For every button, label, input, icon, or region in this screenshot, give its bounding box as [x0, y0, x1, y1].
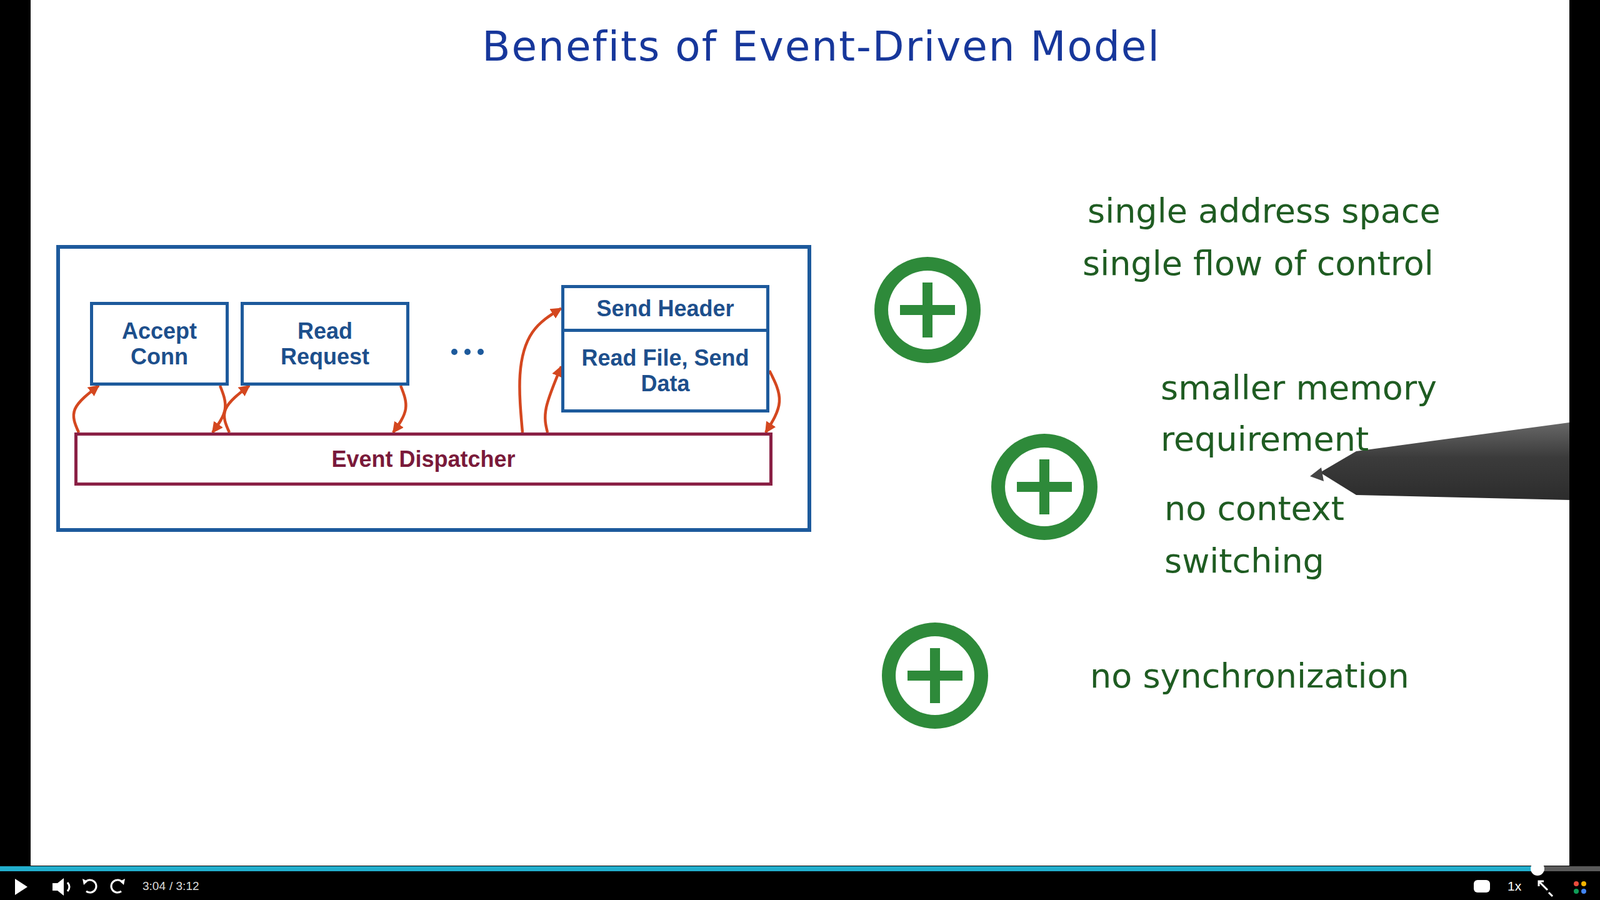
benefit-note: no synchronization — [1090, 651, 1410, 702]
flow-arrow — [393, 385, 406, 433]
time-elapsed: 3:04 — [142, 878, 166, 894]
time-total: / 3:12 — [169, 878, 200, 894]
process-box: Accept Conn — [90, 301, 229, 386]
play-icon — [15, 878, 28, 895]
box-label: Read Request — [250, 318, 400, 370]
speed-setting: 1x — [1507, 878, 1522, 895]
progress-fill — [0, 866, 1538, 872]
box-label: Event Dispatcher — [331, 446, 515, 472]
process-box: Send Header — [561, 285, 770, 332]
flow-arrow — [212, 385, 225, 433]
plus-icon — [874, 256, 981, 364]
progress-knob — [1530, 861, 1545, 876]
box-label: Read File, Send Data — [570, 345, 760, 397]
fullscreen-icon — [1538, 881, 1553, 897]
flow-arrow — [519, 308, 562, 434]
forward-icon — [111, 878, 125, 893]
progress-track — [0, 866, 1600, 872]
ellipsis-dots — [451, 348, 484, 355]
brand-icon — [1573, 881, 1587, 894]
title: Benefits of Event-Driven Model — [481, 22, 1161, 71]
side-bar — [0, 0, 31, 866]
plus-icon — [991, 433, 1098, 540]
box-label: Send Header — [596, 295, 734, 322]
flow-arrow — [545, 366, 562, 433]
benefit-note: smaller memory requirement — [1160, 362, 1486, 465]
benefit-note: no context switching — [1164, 482, 1465, 588]
captions-icon — [1473, 880, 1490, 893]
benefit-note: single address space — [1087, 186, 1441, 237]
player-bar — [0, 865, 1600, 900]
dispatcher-band: Event Dispatcher — [74, 432, 773, 486]
server-process-box — [58, 246, 810, 530]
box-label: Accept Conn — [99, 318, 220, 370]
process-box: Read File, Send Data — [561, 328, 770, 413]
volume-icon — [52, 878, 70, 896]
plus-icon — [881, 622, 989, 729]
side-bar — [1569, 0, 1600, 866]
flow-arrow — [73, 385, 99, 433]
benefit-note: single flow of control — [1082, 238, 1434, 289]
flow-arrow — [224, 385, 250, 433]
rewind-icon — [82, 878, 97, 893]
process-box: Read Request — [240, 301, 410, 386]
